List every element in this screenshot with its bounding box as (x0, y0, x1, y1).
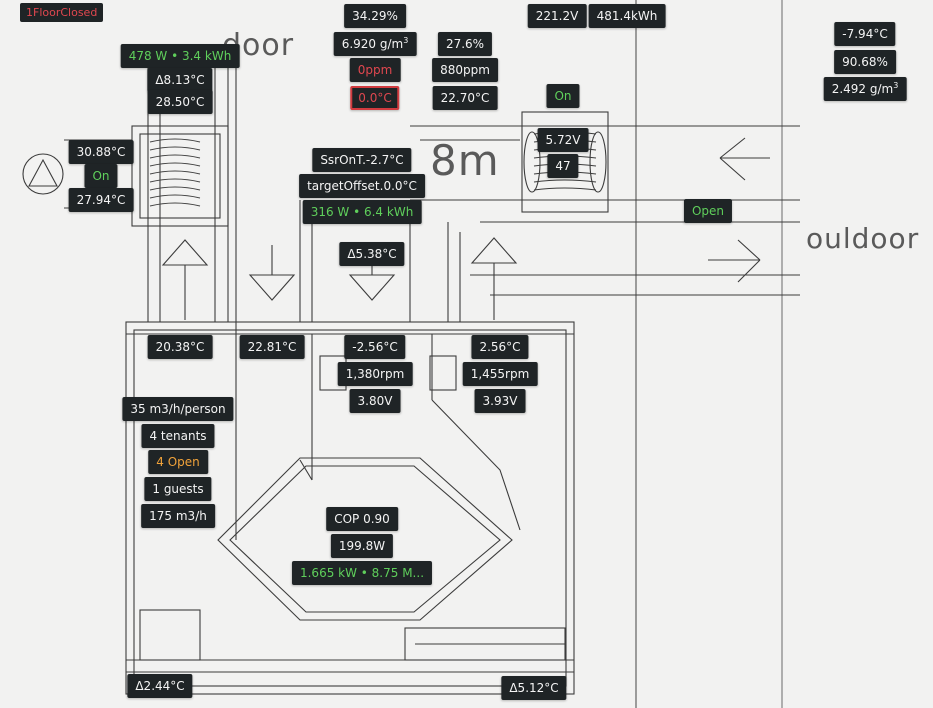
pump-temp-out[interactable]: 27.94°C (68, 188, 134, 212)
coil2-state[interactable]: On (546, 84, 580, 108)
room-co2[interactable]: 0ppm (349, 58, 401, 82)
tenant-count[interactable]: 4 tenants (141, 424, 215, 448)
ssr-on-threshold[interactable]: SsrOnT.-2.7°C (312, 148, 412, 172)
pump-temp-in[interactable]: 30.88°C (68, 140, 134, 164)
coil2-value[interactable]: 47 (547, 154, 579, 178)
damper-state[interactable]: Open (683, 199, 733, 223)
grid-voltage[interactable]: 221.2V (527, 4, 587, 28)
zone2-co2[interactable]: 880ppm (432, 58, 498, 82)
zone2-temp[interactable]: 22.70°C (432, 86, 498, 110)
control-power[interactable]: 316 W • 6.4 kWh (302, 200, 422, 224)
coil2-voltage[interactable]: 5.72V (537, 128, 589, 152)
room-abs-humidity-value: 6.920 g/m (341, 37, 404, 51)
distance-label: 8m (430, 136, 500, 185)
hrv-cop[interactable]: COP 0.90 (326, 507, 398, 531)
pump-state[interactable]: On (84, 164, 118, 188)
airflow-per-person[interactable]: 35 m3/h/person (122, 397, 234, 421)
control-delta[interactable]: Δ5.38°C (339, 242, 405, 266)
fan2-temp[interactable]: 2.56°C (471, 335, 529, 359)
room-temp-alarm[interactable]: 0.0°C (350, 86, 400, 110)
fan2-rpm[interactable]: 1,455rpm (462, 362, 538, 386)
fan2-voltage[interactable]: 3.93V (474, 389, 526, 413)
delta-bottom-right[interactable]: Δ5.12°C (501, 676, 567, 700)
total-airflow[interactable]: 175 m3/h (141, 504, 215, 528)
outdoor-abs-humidity[interactable]: 2.492 g/m3 (823, 77, 907, 101)
room-abs-humidity[interactable]: 6.920 g/m3 (333, 32, 417, 56)
target-offset[interactable]: targetOffset.0.0°C (299, 174, 425, 198)
supply-temp-left[interactable]: 20.38°C (147, 335, 213, 359)
open-count[interactable]: 4 Open (148, 450, 208, 474)
guest-count[interactable]: 1 guests (144, 477, 212, 501)
floor-status-badge[interactable]: 1FloorClosed (20, 3, 104, 22)
fan1-voltage[interactable]: 3.80V (349, 389, 401, 413)
outdoor-label: ouldoor (806, 222, 920, 255)
outdoor-temp[interactable]: -7.94°C (834, 22, 896, 46)
supply-temp-mid[interactable]: 22.81°C (239, 335, 305, 359)
hrv-energy[interactable]: 1.665 kW • 8.75 M... (291, 561, 433, 585)
grid-energy[interactable]: 481.4kWh (588, 4, 666, 28)
outdoor-abs-humidity-value: 2.492 g/m (831, 82, 894, 96)
fan1-temp[interactable]: -2.56°C (344, 335, 406, 359)
heater-power[interactable]: 478 W • 3.4 kWh (120, 44, 240, 68)
delta-bottom-left[interactable]: Δ2.44°C (127, 674, 193, 698)
fan1-rpm[interactable]: 1,380rpm (337, 362, 413, 386)
heater-temp[interactable]: 28.50°C (147, 90, 213, 114)
outdoor-humidity[interactable]: 90.68% (834, 50, 896, 74)
zone2-humidity[interactable]: 27.6% (437, 32, 493, 56)
hrv-power[interactable]: 199.8W (330, 534, 394, 558)
heater-delta[interactable]: Δ8.13°C (147, 68, 213, 92)
room-humidity[interactable]: 34.29% (344, 4, 406, 28)
